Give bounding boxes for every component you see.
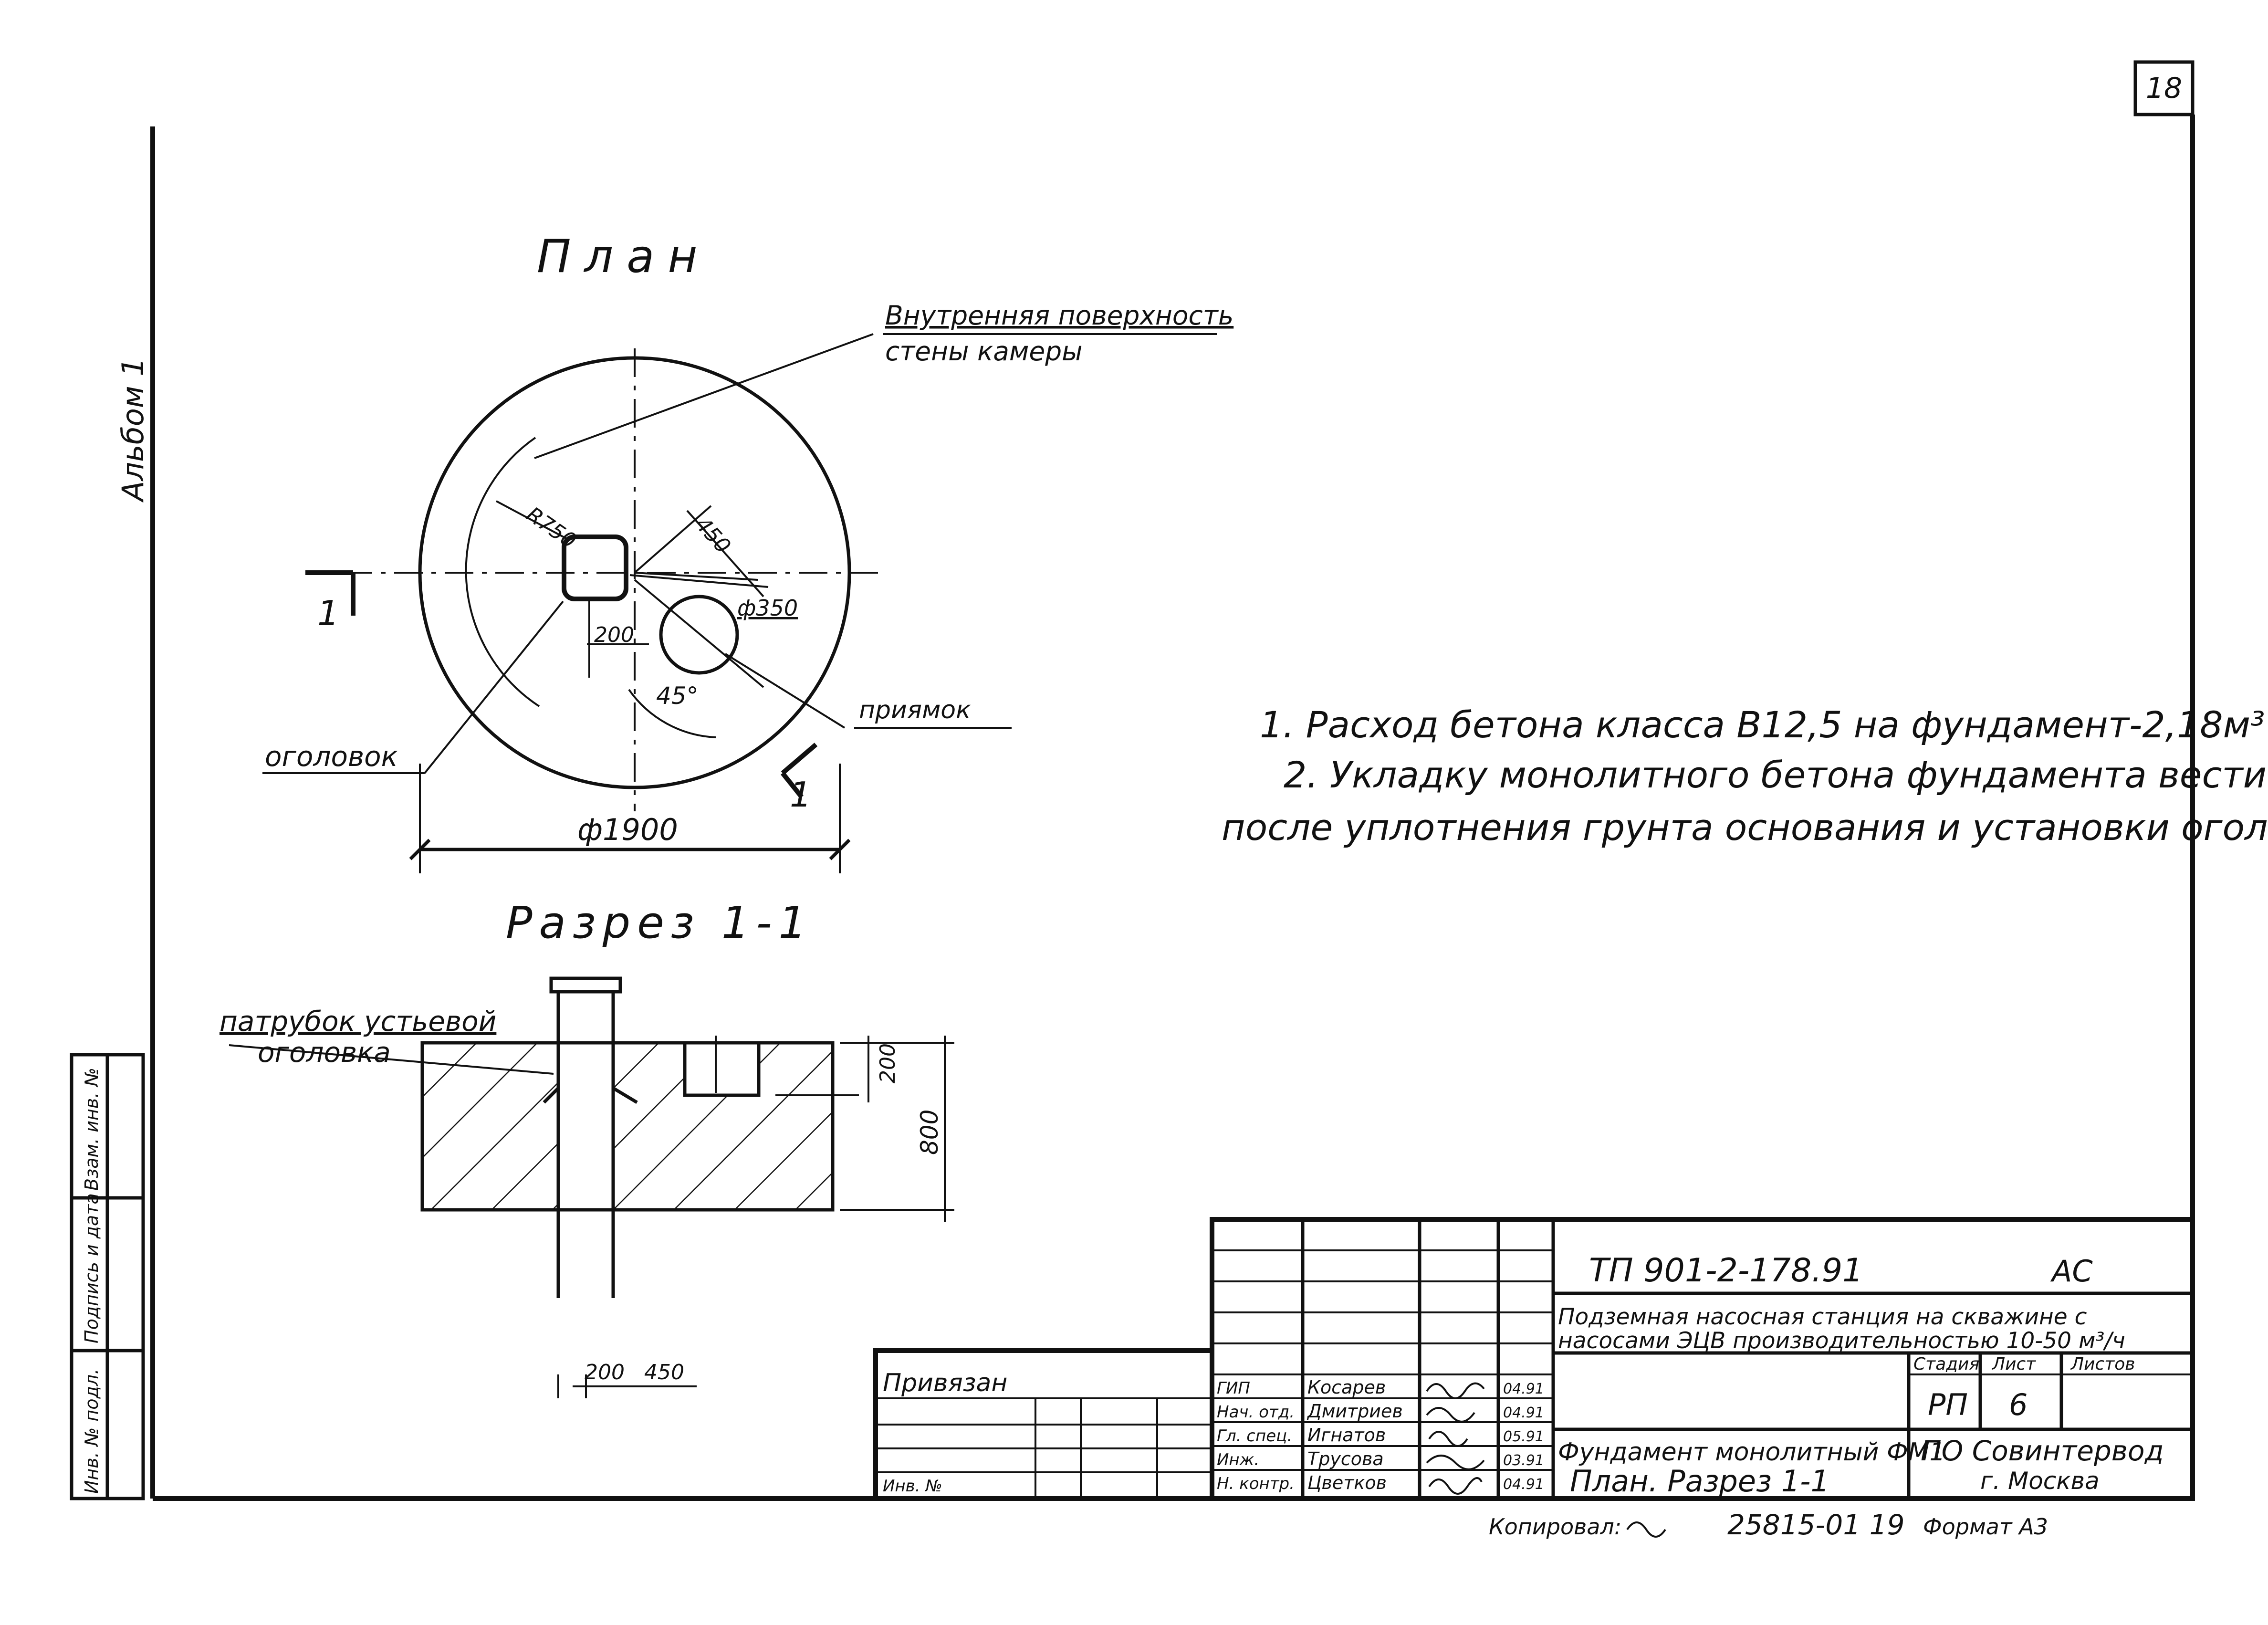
project-line1: Подземная насосная станция на скважине с xyxy=(1558,1304,2087,1330)
date-4: 03.91 xyxy=(1503,1452,1544,1469)
role-3: Гл. спец. xyxy=(1217,1426,1292,1446)
plan-title: План xyxy=(537,231,711,283)
section-title: Разрез 1-1 xyxy=(506,897,813,948)
date-1: 04.91 xyxy=(1503,1381,1544,1397)
name-3: Игнатов xyxy=(1307,1425,1386,1446)
role-5: Н. контр. xyxy=(1217,1474,1295,1493)
wall-label-line2: стены камеры xyxy=(885,336,1083,367)
date-3: 05.91 xyxy=(1503,1428,1544,1445)
doc-code: ТП 901-2-178.91 xyxy=(1589,1252,1863,1290)
org-line2: г. Москва xyxy=(1980,1467,2100,1495)
role-1: ГИП xyxy=(1217,1379,1250,1398)
project-line2: насосами ЭЦВ производительностью 10-50 м… xyxy=(1558,1328,2125,1354)
org-line1: ПО Совинтервод xyxy=(1921,1435,2164,1467)
date-5: 04.91 xyxy=(1503,1476,1544,1493)
stamp-sign-label: Подпись и дата xyxy=(81,1193,102,1343)
stamp-replace-label: Взам. инв. № xyxy=(81,1068,102,1191)
role-2: Нач. отд. xyxy=(1217,1403,1295,1422)
section-view xyxy=(229,976,954,1398)
pipe-label-line2: оголовка xyxy=(258,1036,391,1069)
dim-200-plan: 200 xyxy=(594,623,634,647)
section-code: АС xyxy=(2050,1254,2093,1289)
head-label: оголовок xyxy=(265,740,398,773)
left-stamp xyxy=(70,1053,145,1500)
role-4: Инж. xyxy=(1217,1450,1259,1469)
name-4: Трусова xyxy=(1307,1448,1384,1469)
name-2: Дмитриев xyxy=(1306,1401,1403,1422)
dim-800: 800 xyxy=(916,1110,943,1155)
footer-copied: Копировал: xyxy=(1489,1514,1621,1540)
dim-200-right: 200 xyxy=(876,1043,900,1083)
angle-label: 45° xyxy=(656,682,699,710)
pipe-label-line1: патрубок устьевой xyxy=(219,1005,496,1038)
section-mark-right: 1 xyxy=(790,775,812,815)
sheet-number: 18 xyxy=(2146,72,2182,105)
pit-label: приямок xyxy=(859,696,971,724)
header-stage: Стадия xyxy=(1913,1354,1979,1374)
plan-view xyxy=(262,333,1217,873)
radius-label: R750 xyxy=(522,502,581,553)
title-block-lines xyxy=(873,1217,2195,1501)
binding-inv-label: Инв. № xyxy=(883,1477,942,1496)
album-label: Альбом 1 xyxy=(115,357,150,503)
footer-format: Формат А3 xyxy=(1923,1514,2048,1540)
section-mark-left: 1 xyxy=(317,593,339,633)
outer-diameter-label: ф1900 xyxy=(577,812,678,847)
note-1: 1. Расход бетона класса В12,5 на фундаме… xyxy=(1260,703,2265,746)
stage-value: РП xyxy=(1928,1387,1968,1422)
wall-label-line1: Внутренняя поверхность xyxy=(885,300,1233,331)
date-2: 04.91 xyxy=(1503,1405,1544,1421)
header-sheet: Лист xyxy=(1991,1354,2036,1374)
header-sheets: Листов xyxy=(2070,1354,2135,1374)
footer-signature xyxy=(1626,1521,1666,1538)
sheet-title-line2: План. Разрез 1-1 xyxy=(1570,1464,1829,1499)
footer-inventory: 25815-01 19 xyxy=(1727,1509,1904,1541)
name-5: Цветков xyxy=(1307,1472,1387,1493)
signatures xyxy=(1426,1382,1485,1495)
note-3: после уплотнения грунта основания и уста… xyxy=(1222,806,2268,849)
name-1: Косарев xyxy=(1307,1377,1386,1398)
binding-title: Привязан xyxy=(883,1369,1007,1397)
dim-450-bottom: 450 xyxy=(644,1360,684,1384)
sheet-value: 6 xyxy=(2009,1387,2028,1422)
sheet-title-line1: Фундамент монолитный ФМ1 xyxy=(1558,1438,1945,1467)
dim-200-bottom: 200 xyxy=(585,1360,625,1384)
note-2: 2. Укладку монолитного бетона фундамента… xyxy=(1284,754,2267,796)
pit-diameter-label: ф350 xyxy=(737,595,798,621)
stamp-inv-label: Инв. № подл. xyxy=(81,1369,102,1494)
